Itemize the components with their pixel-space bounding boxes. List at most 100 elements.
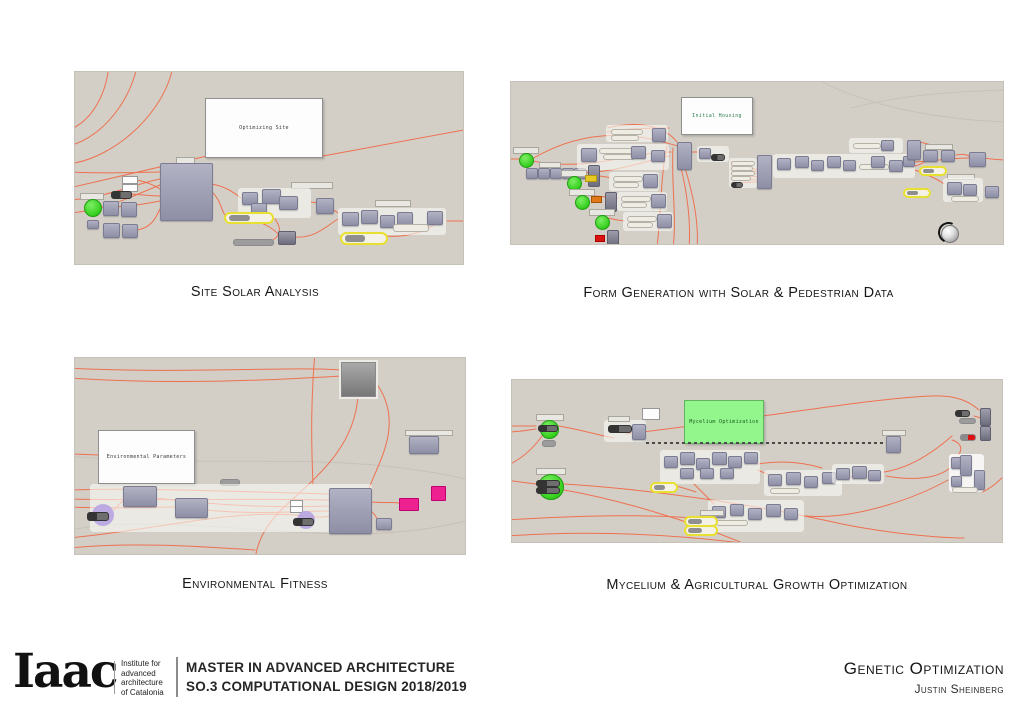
gh-node	[657, 214, 672, 228]
institute-line: Institute for	[121, 659, 161, 668]
node-group	[949, 454, 985, 493]
gh-node	[730, 504, 744, 516]
value-chip	[595, 235, 605, 242]
gh-node	[103, 201, 119, 216]
gh-node	[786, 472, 801, 485]
gh-node	[795, 156, 809, 168]
gh-node-tall	[677, 142, 692, 170]
note-panel: Mycelium Optimization	[684, 400, 764, 444]
gh-node	[680, 468, 694, 479]
slider-capsule	[959, 418, 976, 424]
gh-node-tall	[980, 426, 991, 441]
slider-capsule	[393, 224, 429, 232]
slider-capsule	[627, 222, 653, 228]
gh-node	[720, 468, 734, 479]
gh-node	[881, 140, 894, 151]
gh-node	[985, 186, 999, 198]
gh-node	[712, 452, 727, 465]
slider-capsule	[770, 488, 800, 494]
gh-node-large	[329, 488, 372, 534]
gh-node	[538, 168, 550, 179]
gh-node-tall	[980, 408, 991, 426]
gh-node	[827, 156, 841, 168]
gh-node	[342, 212, 359, 226]
institute-line: advanced	[121, 668, 156, 678]
caption-form-generation: Form Generation with Solar & Pedestrian …	[583, 285, 894, 301]
gh-node	[581, 148, 597, 162]
institute-line: architecture	[121, 678, 163, 687]
slider-capsule	[853, 143, 881, 149]
gh-node	[121, 202, 137, 217]
node-group	[577, 144, 669, 170]
gh-node	[843, 160, 856, 171]
slider-capsule	[711, 154, 725, 161]
trackball-icon	[941, 225, 959, 243]
node-label	[700, 510, 724, 516]
gh-node	[680, 452, 695, 465]
gh-node	[748, 508, 762, 520]
gh-node	[886, 436, 901, 453]
gh-node	[652, 128, 666, 142]
gh-node	[651, 194, 666, 208]
gh-node	[103, 223, 120, 238]
node-group	[617, 192, 667, 211]
gh-node	[631, 146, 646, 159]
gh-node	[643, 174, 658, 188]
gh-node	[699, 148, 711, 159]
gh-node	[279, 196, 298, 210]
caption-site-solar-analysis: Site Solar Analysis	[190, 284, 320, 300]
slider-capsule	[536, 480, 560, 487]
node-label	[405, 430, 453, 436]
number-slider	[684, 525, 718, 536]
node-group	[623, 212, 673, 231]
gh-node-tall	[907, 140, 921, 160]
gh-node	[852, 466, 867, 479]
pink-node	[399, 498, 419, 511]
gh-node	[316, 198, 334, 214]
gh-node	[923, 150, 938, 162]
note-text: Optimizing Site	[239, 125, 289, 131]
gh-node	[963, 184, 977, 196]
slider-capsule	[731, 171, 755, 176]
gh-node	[664, 456, 678, 468]
gh-node	[427, 211, 443, 225]
slider-capsule	[621, 196, 651, 202]
node-label	[882, 430, 906, 436]
gh-node	[871, 156, 885, 168]
node-group	[832, 464, 884, 484]
slide-author: Justin Sheinberg	[914, 682, 1004, 696]
canvas-form-generation: Initial Housing	[510, 81, 1004, 245]
gh-node	[836, 468, 850, 480]
node-group	[90, 484, 372, 534]
gene-pool-node	[575, 195, 590, 210]
node-group	[849, 138, 903, 153]
program-line-1: MASTER IN ADVANCED ARCHITECTURE	[186, 660, 455, 675]
program-block: MASTER IN ADVANCED ARCHITECTURE SO.3 COM…	[186, 659, 467, 696]
note-text: Mycelium Optimization	[689, 419, 759, 425]
canvas-mycelium-optimization: Mycelium Optimization	[511, 379, 1003, 543]
gene-pool-node	[84, 199, 102, 217]
gh-node	[947, 182, 962, 195]
gh-node	[123, 486, 157, 507]
canvas-site-solar-analysis: Optimizing Site	[74, 71, 464, 265]
gh-node	[784, 508, 798, 520]
gh-node-tall	[757, 155, 772, 189]
node-group	[609, 172, 659, 191]
slider-capsule	[293, 518, 314, 526]
credit-block: Genetic Optimization Justin Sheinberg	[844, 659, 1004, 696]
slider-capsule	[627, 216, 657, 222]
slider-capsule	[608, 425, 632, 433]
gh-node	[526, 168, 538, 179]
node-group	[660, 450, 760, 484]
gh-node	[811, 160, 824, 171]
gene-pool-node	[519, 153, 534, 168]
number-slider	[903, 188, 931, 198]
node-group	[773, 154, 915, 178]
gh-node	[361, 210, 378, 224]
gh-node	[122, 224, 138, 238]
gh-node	[380, 215, 395, 228]
slider-capsule	[87, 512, 109, 521]
gh-node	[175, 498, 208, 518]
gh-node-tall	[960, 455, 972, 476]
node-group	[338, 208, 446, 235]
